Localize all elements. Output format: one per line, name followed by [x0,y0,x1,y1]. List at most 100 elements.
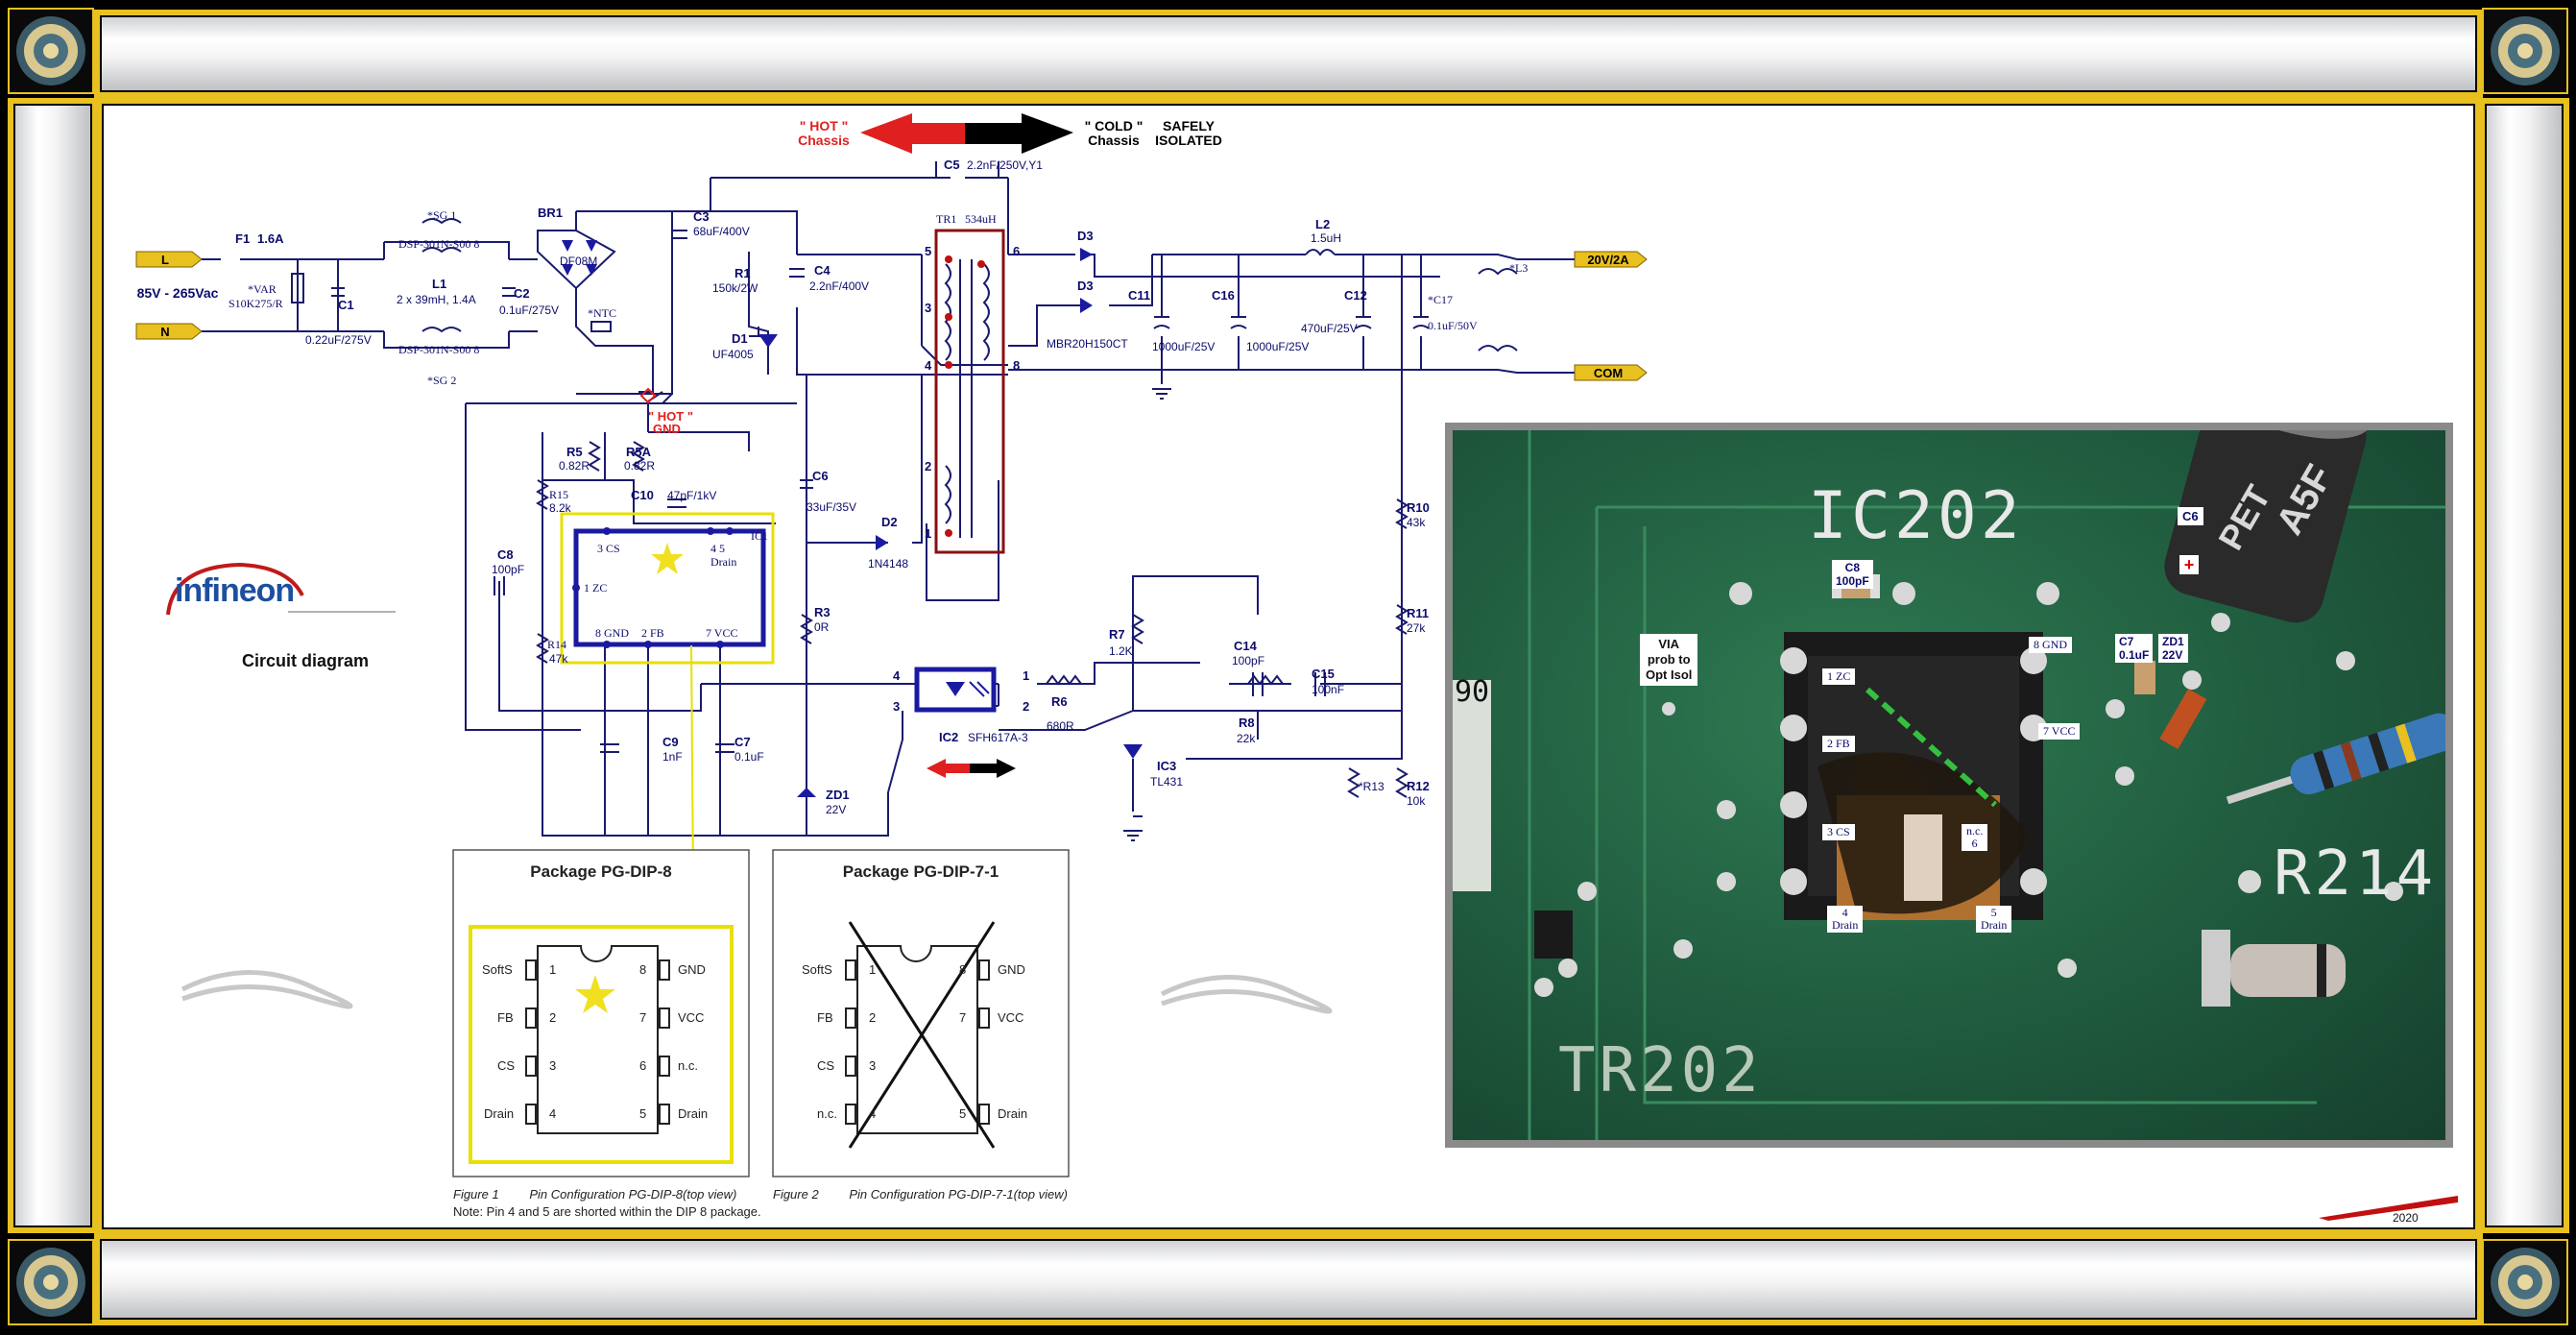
opto-pin-4: 4 [893,668,901,683]
zd1-label: ZD1 [826,788,850,802]
c17-value: 0.1uF/50V [1428,319,1478,332]
photo-pin4: 4 Drain [1827,906,1864,933]
cold-chassis-label: " COLD "Chassis [1085,118,1144,148]
c12-label: C12 [1344,288,1367,303]
corner-ornament-icon [8,1239,94,1325]
hot-cold-arrow [860,113,1073,154]
tr1-value: 534uH [965,212,997,226]
package1-pins: SoftS FB CS Drain 1 2 3 4 8 7 6 5 GND VC… [470,960,732,1153]
c9-value: 1nF [662,750,683,764]
d1-label: D1 [732,331,748,346]
pin-label: Drain [998,1106,1028,1121]
flourish-left-icon [181,970,353,1009]
photo-c8-label: C8 100pF [1832,560,1873,589]
c5-label: C5 [944,158,960,172]
c11-label: C11 [1128,288,1150,303]
tr-pin-4: 4 [925,358,932,373]
c8-value: 100pF [492,563,524,576]
pin-number: 2 [869,1010,877,1025]
ic2-value: SFH617A-3 [968,731,1028,744]
pin-number: 4 [869,1106,877,1121]
l2-label: L2 [1315,217,1330,231]
pin-number: 1 [549,962,557,977]
c17-label: *C17 [1428,293,1453,306]
winding-dots [945,255,985,537]
pin-label: VCC [998,1010,1024,1025]
r15-value: 8.2k [549,501,572,515]
ic1-label: IC1 [751,529,768,543]
pin-number: 7 [639,1010,647,1025]
photo-c7-label: C7 0.1uF [2115,634,2154,663]
br1-label: BR1 [538,206,563,220]
c2-label: C2 [514,286,530,301]
ic3-label: IC3 [1157,759,1176,773]
svg-text:COM: COM [1594,366,1623,380]
r11-label: R11 [1407,606,1429,620]
package1-highlight [469,925,734,1164]
r12-label: R12 [1407,779,1430,793]
cross-out-icon [848,921,996,1149]
pin-number: 1 [869,962,877,977]
package1-title: Package PG-DIP-8 [530,862,672,881]
neutral-terminal: N [135,323,203,340]
r214-label: R214 [2274,838,2438,910]
c3-value: 68uF/400V [693,225,750,238]
r11-value: 27k [1407,621,1426,635]
r14-label: R14 [547,638,566,651]
d2-label: D2 [881,515,898,529]
r5-label: R5 [566,445,583,459]
hot-gnd-diamond-icon [639,387,657,404]
ic1-highlight [560,512,775,665]
r6-value: 680R [1047,719,1074,733]
c8-label: C8 [497,547,514,562]
tr-pin-6: 6 [1013,244,1020,258]
pin-number: 8 [959,962,967,977]
pin-number: 3 [869,1058,877,1073]
c12-value: 470uF/25V [1301,322,1358,335]
c1-label: C1 [338,298,354,312]
c3-label: C3 [693,209,710,224]
dip8-chip [525,945,670,1134]
ic1-pin-cs: 3 CS [597,542,620,555]
opto-pin-3: 3 [893,699,900,714]
opto-pin-2: 2 [1023,699,1029,714]
figure2-label: Figure 2 [773,1187,819,1202]
c16-label: C16 [1212,288,1235,303]
photo-pin5: 5 Drain [1976,906,2012,933]
package2-title: Package PG-DIP-7-1 [842,862,999,881]
pcb-photo: IC202 TR202 R214 90 A5F PET + C6 C8 100p… [1445,423,2453,1148]
pcb-photo-inner: IC202 TR202 R214 90 A5F PET + C6 C8 100p… [1453,430,2445,1140]
r6-label: R6 [1051,694,1068,709]
flourish-right-icon [1160,975,1333,1014]
photo-via-label: VIA prob to Opt Isol [1640,634,1698,686]
tr-pin-5: 5 [925,244,931,258]
tr-pin-2: 2 [925,459,931,473]
photo-pin6: n.c. 6 [1962,824,1988,851]
r3-value: 0R [814,620,830,634]
c4-label: C4 [814,263,831,278]
r1-label: R1 [734,266,751,280]
plus-icon: + [2179,555,2199,574]
d3-label: D3 [1077,229,1094,243]
transformer-windings [944,259,990,538]
ic3-value: TL431 [1150,775,1183,789]
small-hot-cold-arrow [927,759,970,778]
dsp2-label: DSP-301N-S00 8 [398,343,479,356]
panel-border [96,98,2481,1235]
pin-number: 6 [639,1058,647,1073]
corner-ornament-icon [2482,8,2568,94]
pin-label: SoftS [482,962,513,977]
circuit-diagram-title: Circuit diagram [242,651,370,670]
c2-value: 0.1uF/275V [499,303,559,317]
ic202-label: IC202 [1808,478,2024,554]
c11-value: 1000uF/25V [1152,340,1215,353]
d3b-label: D3 [1077,279,1094,293]
c14-label: C14 [1234,639,1258,653]
pin-number: 3 [549,1058,557,1073]
ntc-label: *NTC [588,306,616,320]
c9-label: C9 [662,735,679,749]
r12-value: 10k [1407,794,1426,808]
ic1-pins [572,527,734,648]
